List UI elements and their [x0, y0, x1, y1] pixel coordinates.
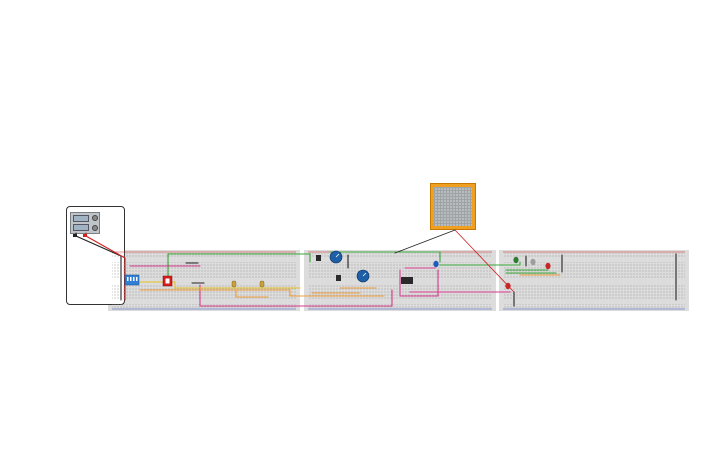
breadboard-3-bottom-rail: [503, 304, 685, 308]
dip-switch-icon: [124, 274, 140, 286]
dip-switch[interactable]: [124, 274, 140, 286]
wire-green[interactable]: [329, 251, 441, 263]
resistor-icon: [259, 280, 265, 288]
wire-yellow[interactable]: [129, 281, 301, 289]
dip-switch-lever[interactable]: [133, 277, 135, 281]
push-button[interactable]: [162, 275, 173, 287]
wire-green[interactable]: [439, 261, 521, 266]
dip-switch-lever[interactable]: [136, 277, 138, 281]
wire-red[interactable]: [454, 229, 515, 293]
breadboard-1-top-rail: [112, 253, 296, 257]
breadboard-1-holes-upper: [112, 262, 296, 278]
psu-knob-2[interactable]: [92, 225, 98, 231]
resistor[interactable]: [231, 280, 237, 288]
resistor-icon: [231, 280, 237, 288]
dip-switch-lever[interactable]: [127, 277, 129, 281]
breadboard-3[interactable]: [499, 250, 689, 311]
led-red[interactable]: [505, 282, 511, 290]
wire-pink[interactable]: [399, 269, 439, 297]
led-green[interactable]: [513, 256, 519, 264]
wire-orange[interactable]: [235, 290, 269, 298]
transistor-icon[interactable]: [336, 275, 341, 281]
wire-orange[interactable]: [139, 289, 385, 297]
breadboard-3-holes-lower: [503, 284, 685, 300]
psu-display-1: [73, 215, 89, 222]
psu-display-2: [73, 224, 89, 231]
potentiometer[interactable]: [329, 250, 343, 264]
potentiometer-indicator: [362, 272, 367, 277]
breadboard-2-bottom-rail: [308, 304, 492, 308]
push-button-cap[interactable]: [165, 278, 170, 284]
wire-pink[interactable]: [199, 284, 393, 307]
wire-green[interactable]: [167, 253, 311, 277]
led-red[interactable]: [545, 262, 551, 270]
led-icon: [545, 262, 551, 270]
psu-terminal-negative[interactable]: [73, 234, 77, 237]
breadboard-1-holes-lower: [112, 284, 296, 300]
transistor-icon[interactable]: [316, 255, 321, 261]
psu-terminal-positive[interactable]: [83, 234, 87, 237]
lcd-display-icon: [434, 187, 472, 226]
ic-chip[interactable]: [401, 277, 413, 284]
resistor[interactable]: [259, 280, 265, 288]
led-icon: [530, 258, 536, 266]
breadboard-2-top-rail: [308, 253, 492, 257]
potentiometer[interactable]: [356, 269, 370, 283]
led-icon: [433, 260, 439, 268]
led-icon: [505, 282, 511, 290]
led-blue[interactable]: [433, 260, 439, 268]
psu-knob-1[interactable]: [92, 215, 98, 221]
dip-switch-lever[interactable]: [130, 277, 132, 281]
led-icon: [513, 256, 519, 264]
lcd-display[interactable]: [430, 183, 476, 230]
breadboard-3-top-rail: [503, 253, 685, 257]
ic-chip-icon: [401, 277, 413, 284]
led-gray[interactable]: [530, 258, 536, 266]
potentiometer-indicator: [335, 253, 340, 258]
breadboard-1[interactable]: [108, 250, 300, 311]
bench-power-supply-icon: [70, 212, 100, 234]
wire-black[interactable]: [75, 232, 122, 301]
wire-black[interactable]: [394, 229, 456, 254]
